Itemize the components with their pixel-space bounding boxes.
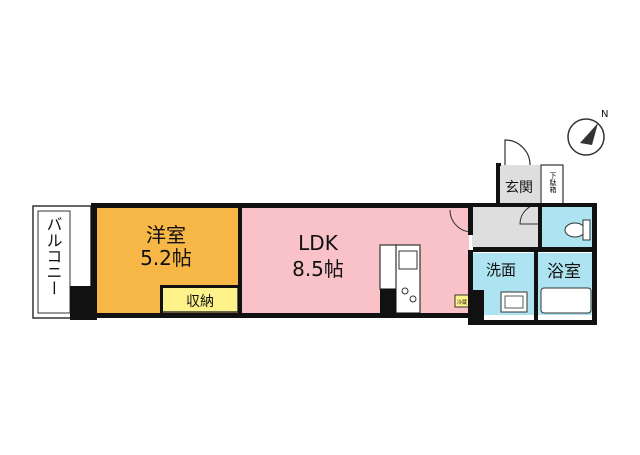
wall: [468, 250, 473, 323]
wall: [238, 207, 242, 314]
ldk-room: [241, 207, 469, 314]
storage-label: 収納: [186, 294, 214, 310]
fridge-label: 冷蔵: [457, 299, 467, 306]
wall: [534, 247, 538, 320]
bathroom-label: 浴室: [547, 262, 581, 282]
western-room-name: 洋室: [146, 223, 186, 247]
washer-inner-icon: [504, 295, 524, 309]
wall: [160, 285, 240, 288]
wall-pillar: [470, 290, 484, 323]
western-room-size: 5.2帖: [140, 246, 192, 270]
stove-burner-icon: [401, 287, 409, 295]
ldk-size: 8.5帖: [292, 257, 344, 281]
entrance-label: 玄関: [505, 179, 533, 196]
wall: [468, 320, 597, 325]
compass-needle-icon: [580, 123, 598, 145]
bathtub-icon: [540, 287, 592, 314]
sink-icon: [398, 250, 418, 270]
wall: [160, 285, 163, 314]
washing-machine-icon: [500, 291, 528, 313]
wall: [496, 163, 501, 166]
balcony-label: バルコニー: [44, 216, 63, 296]
toilet-tank-icon: [582, 219, 591, 241]
wall: [473, 203, 596, 207]
wall: [468, 203, 473, 235]
wall: [592, 203, 597, 325]
wall: [380, 289, 396, 314]
toilet-icon: [564, 222, 586, 238]
wall: [538, 203, 542, 247]
balcony-rail: [37, 210, 71, 314]
kitchen: 冷蔵: [379, 244, 470, 314]
walls: [70, 163, 597, 325]
compass: N: [567, 109, 608, 156]
shoe-box-label: 下駄箱: [549, 172, 557, 194]
wall: [91, 203, 97, 320]
entrance-door-icon: [504, 139, 531, 166]
washroom-label: 洗面: [486, 261, 516, 279]
wall: [496, 163, 500, 207]
hallway: [472, 207, 540, 247]
entrance-area: [500, 165, 540, 205]
stove-burner-icon: [409, 295, 417, 303]
compass-north-label: N: [601, 109, 608, 120]
ldk-name: LDK: [298, 231, 339, 255]
wall: [91, 203, 473, 208]
balcony: バルコニー: [32, 205, 92, 319]
wall: [91, 313, 473, 318]
kitchen-counter: [379, 244, 399, 290]
